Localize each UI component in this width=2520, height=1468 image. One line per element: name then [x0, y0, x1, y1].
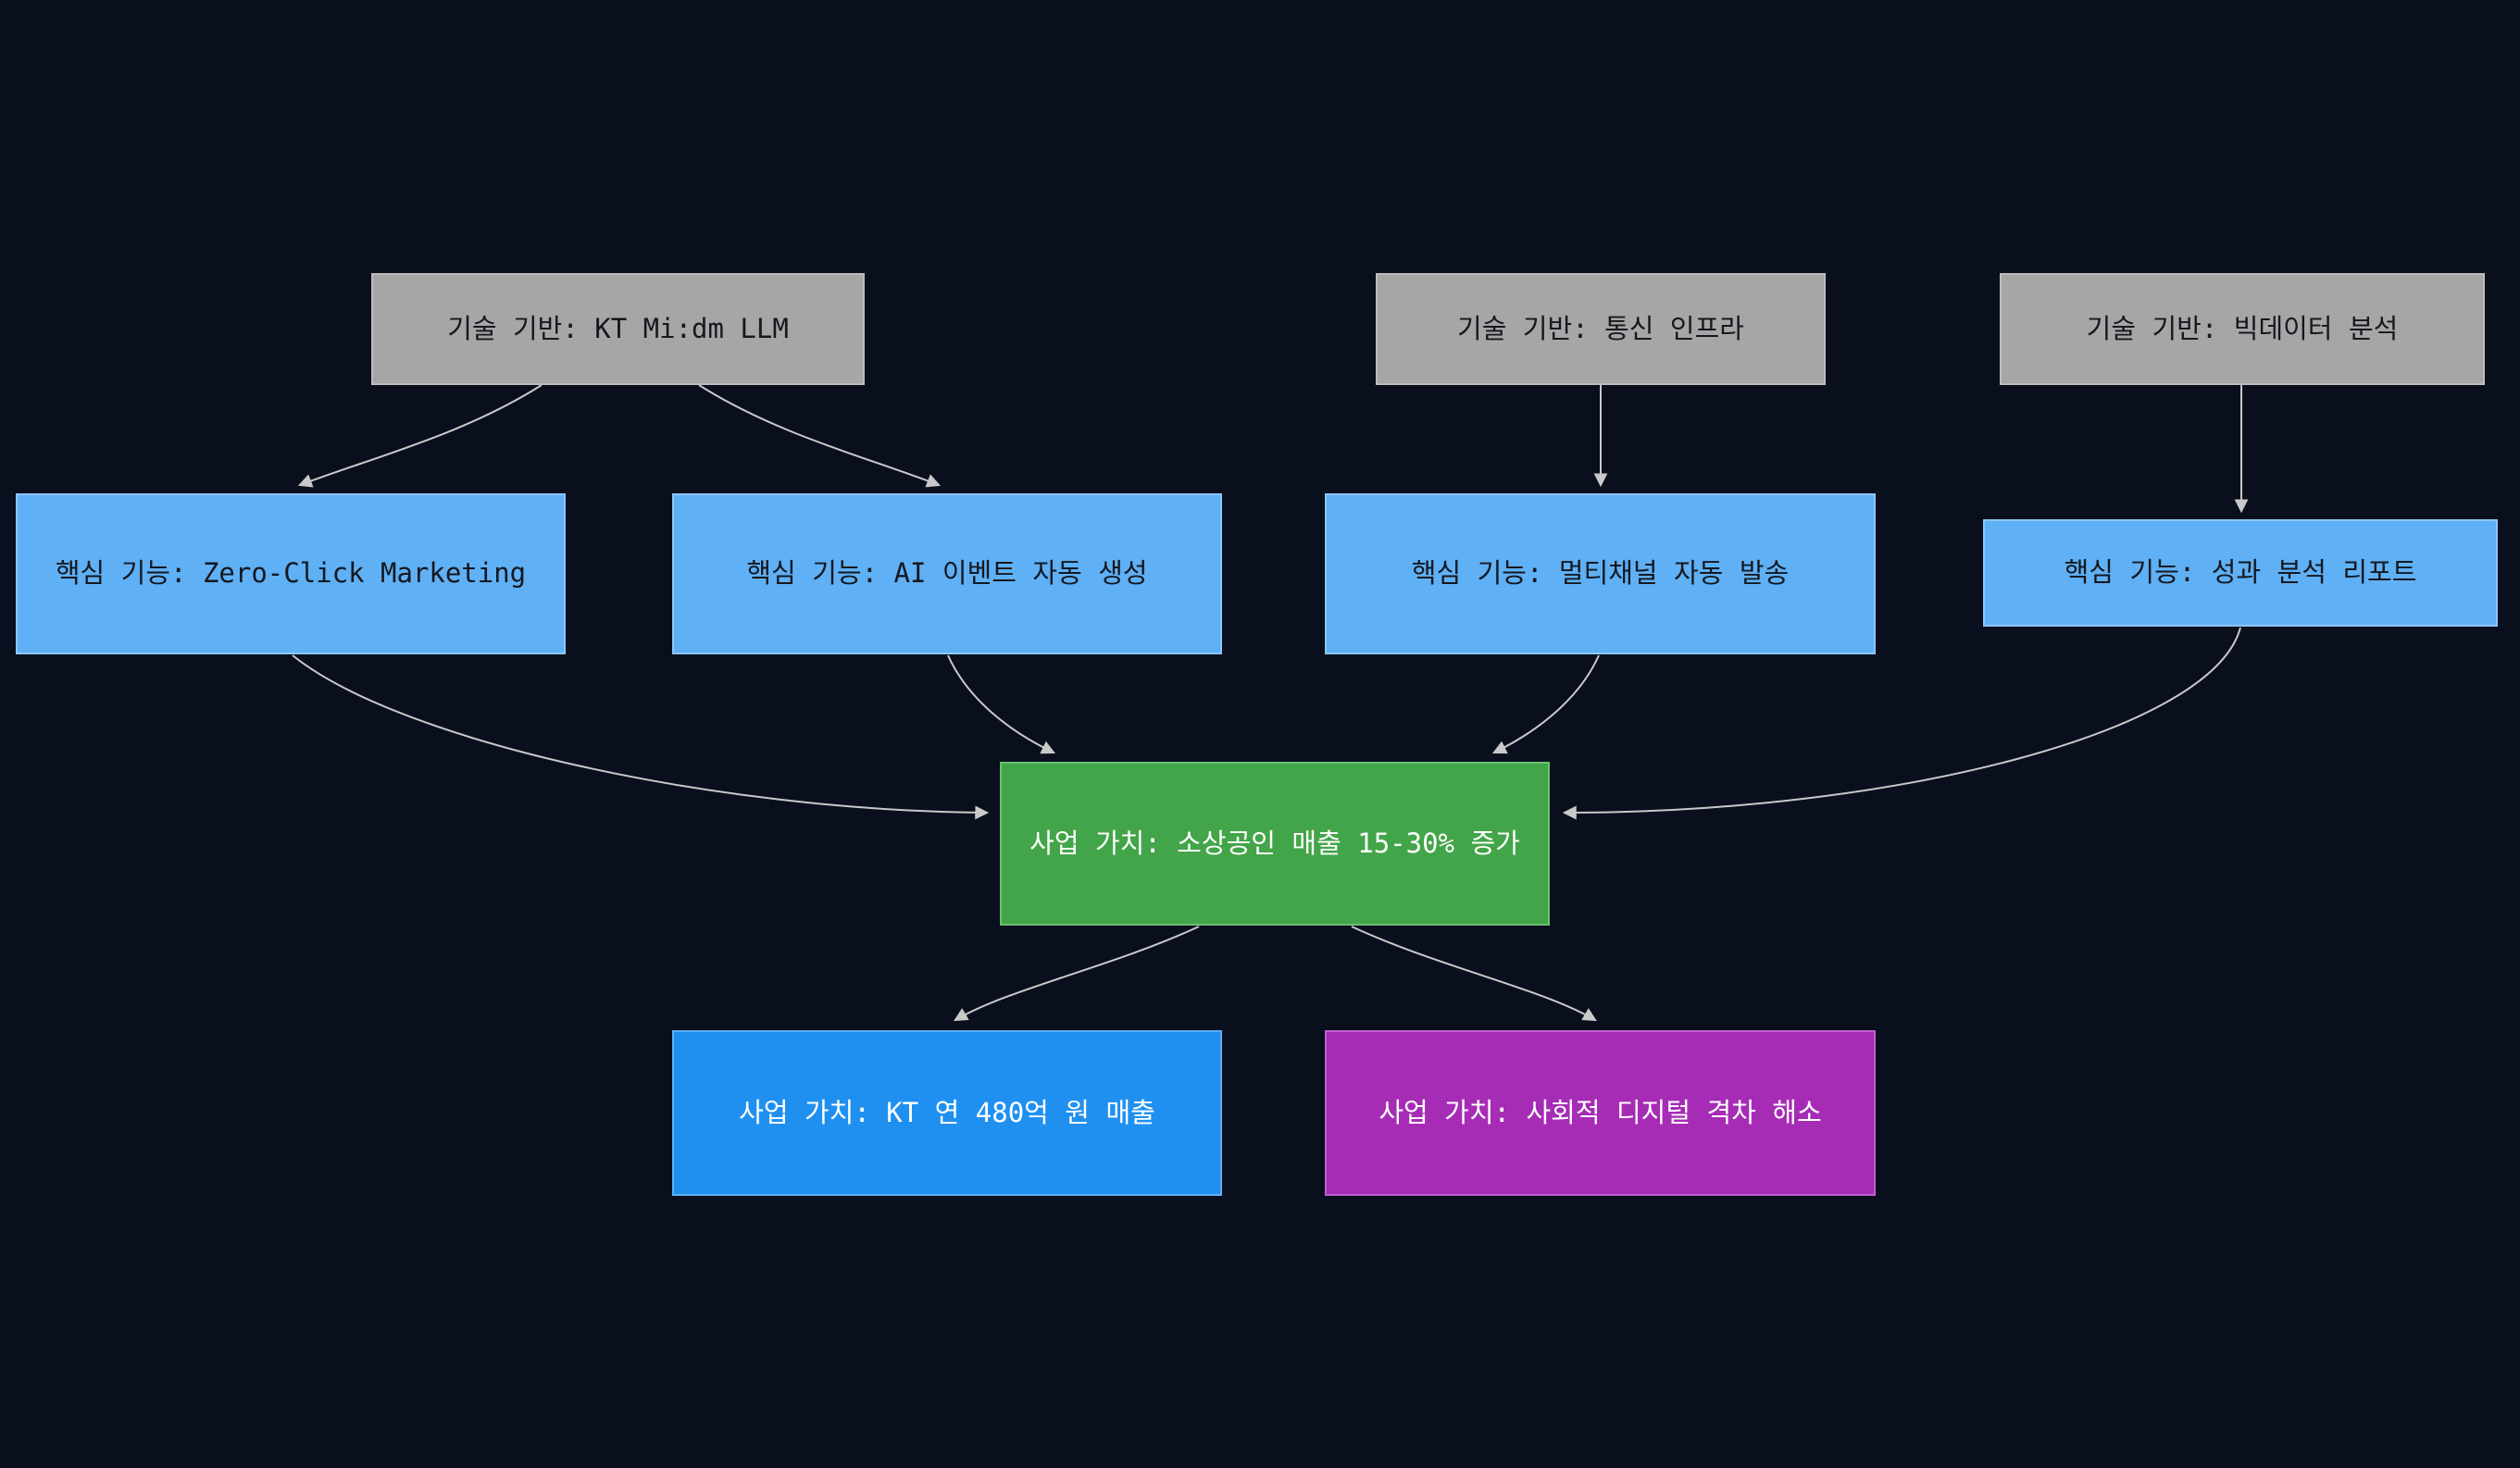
node-label: 사업 가치: 소상공인 매출 15-30% 증가 [1029, 827, 1520, 859]
node-label: 사업 가치: 사회적 디지털 격차 해소 [1379, 1096, 1822, 1128]
node-label: 핵심 기능: 멀티채널 자동 발송 [1411, 557, 1790, 590]
edge-sales-ktrevenue [954, 926, 1200, 1022]
node-label: 기술 기반: KT Mi:dm LLM [447, 312, 789, 344]
node-feature-multichannel-sending: 핵심 기능: 멀티채널 자동 발송 [1325, 493, 1876, 654]
node-feature-ai-event-generation: 핵심 기능: AI 이벤트 자동 생성 [672, 493, 1222, 654]
node-tech-telecom-infra: 기술 기반: 통신 인프라 [1376, 273, 1826, 385]
edge-report-sales [1562, 627, 2241, 820]
node-feature-performance-report: 핵심 기능: 성과 분석 리포트 [1983, 519, 2498, 627]
node-value-kt-revenue: 사업 가치: KT 연 480억 원 매출 [672, 1030, 1222, 1196]
node-tech-kt-midm-llm: 기술 기반: KT Mi:dm LLM [371, 273, 865, 385]
node-label: 핵심 기능: AI 이벤트 자동 생성 [746, 557, 1148, 590]
node-label: 기술 기반: 빅데이터 분석 [2086, 312, 2399, 344]
node-tech-bigdata: 기술 기반: 빅데이터 분석 [2000, 273, 2485, 385]
node-label: 기술 기반: 통신 인프라 [1457, 312, 1744, 344]
node-value-merchant-sales-increase: 사업 가치: 소상공인 매출 15-30% 증가 [1000, 762, 1550, 926]
node-label: 핵심 기능: 성과 분석 리포트 [2064, 556, 2417, 589]
edge-multichannel-sales [1491, 654, 1600, 754]
node-feature-zero-click-marketing: 핵심 기능: Zero-Click Marketing [16, 493, 566, 654]
node-label: 사업 가치: KT 연 480억 원 매출 [739, 1096, 1155, 1128]
node-value-digital-divide: 사업 가치: 사회적 디지털 격차 해소 [1325, 1030, 1876, 1196]
edge-sales-social [1351, 926, 1597, 1022]
edge-techllm-aievent [698, 384, 942, 488]
edge-aievent-sales [947, 654, 1056, 754]
node-label: 핵심 기능: Zero-Click Marketing [55, 557, 527, 590]
edge-zeroclick-sales [292, 654, 990, 820]
edge-techllm-zeroclick [297, 384, 543, 488]
